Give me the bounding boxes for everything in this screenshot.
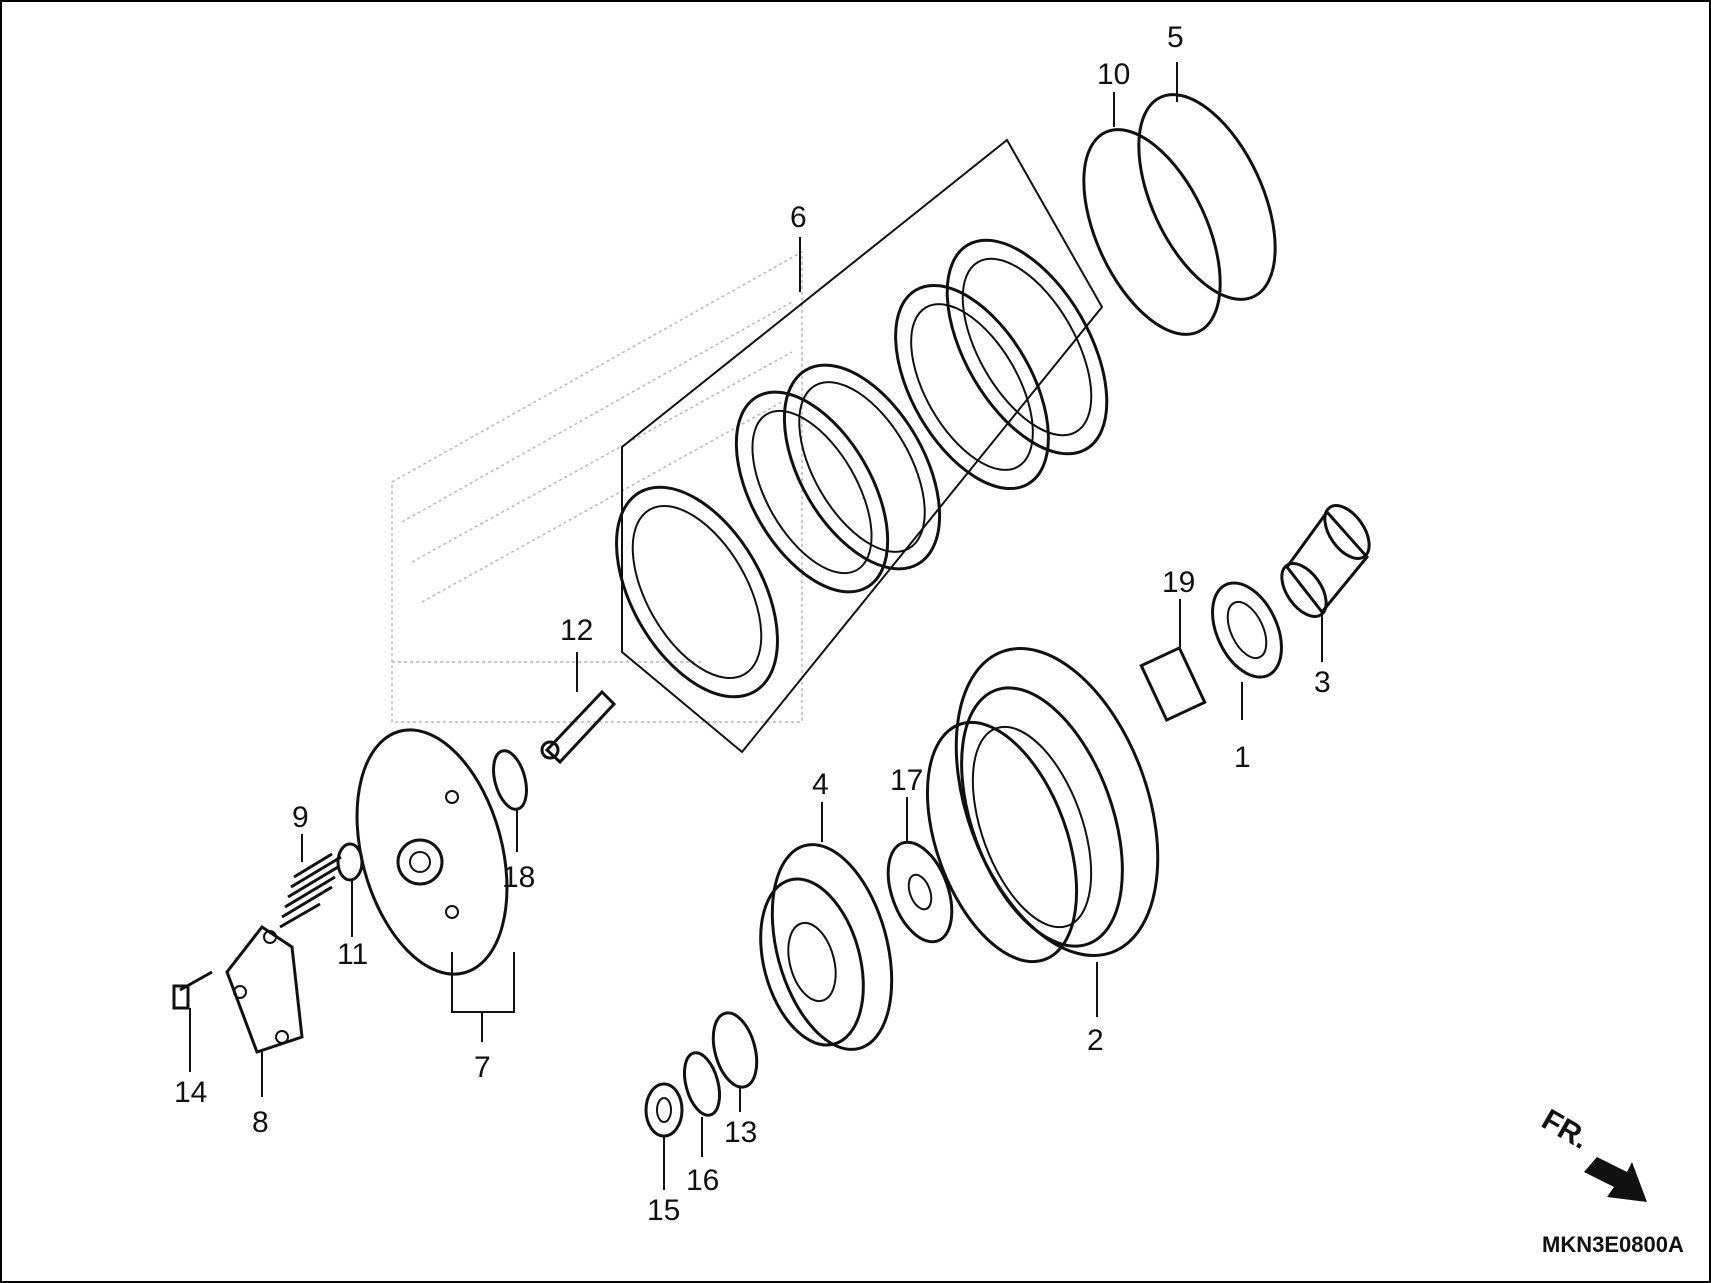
callout-12: 12 (560, 614, 593, 647)
clutch-plates (615, 238, 1109, 699)
diagram-code: MKN3E0800A (1542, 1232, 1684, 1257)
washer-16 (682, 1051, 722, 1117)
o-ring-11 (336, 842, 364, 882)
plate-set-bracket (621, 138, 1104, 754)
callout-11: 11 (337, 938, 368, 971)
callout-6: 6 (790, 201, 807, 234)
spring-9 (279, 852, 342, 929)
callout-19: 19 (1162, 566, 1195, 599)
callout-10: 10 (1097, 58, 1130, 91)
callout-14: 14 (174, 1076, 207, 1109)
callout-1: 1 (1234, 741, 1251, 774)
callout-2: 2 (1087, 1024, 1104, 1057)
needle-bearing-19 (1139, 645, 1207, 723)
lifter-plate-8 (225, 924, 304, 1054)
collar-1 (1211, 581, 1283, 679)
clutch-outer-housing (925, 647, 1160, 964)
callout-18: 18 (502, 861, 535, 894)
callout-7: 7 (474, 1051, 491, 1084)
lifter-rod-12 (544, 689, 617, 765)
ring-5 (1137, 93, 1277, 301)
washer-13 (711, 1011, 759, 1089)
callout-17: 17 (890, 764, 923, 797)
callout-8: 8 (252, 1106, 269, 1139)
bearing-18 (492, 749, 528, 811)
leader-lines (189, 62, 1323, 1190)
washer-17 (886, 840, 954, 944)
callout-4: 4 (812, 768, 829, 801)
clutch-center (759, 843, 894, 1051)
callout-labels: 1 2 3 4 5 6 7 8 9 10 11 12 13 14 15 16 1… (174, 21, 1331, 1227)
callout-5: 5 (1167, 21, 1184, 54)
sleeve-3 (1285, 509, 1369, 615)
front-direction-indicator: FR. (1536, 1103, 1647, 1202)
ghost-shading (391, 250, 803, 723)
callout-15: 15 (647, 1194, 680, 1227)
callout-9: 9 (292, 801, 309, 834)
callout-3: 3 (1314, 666, 1331, 699)
front-arrow-icon (1584, 1157, 1647, 1202)
direction-label: FR. (1536, 1103, 1594, 1156)
pressure-plate (355, 728, 509, 976)
callout-13: 13 (724, 1116, 757, 1149)
nut-15 (644, 1082, 684, 1138)
ring-10 (1082, 128, 1222, 336)
callout-16: 16 (686, 1164, 719, 1197)
